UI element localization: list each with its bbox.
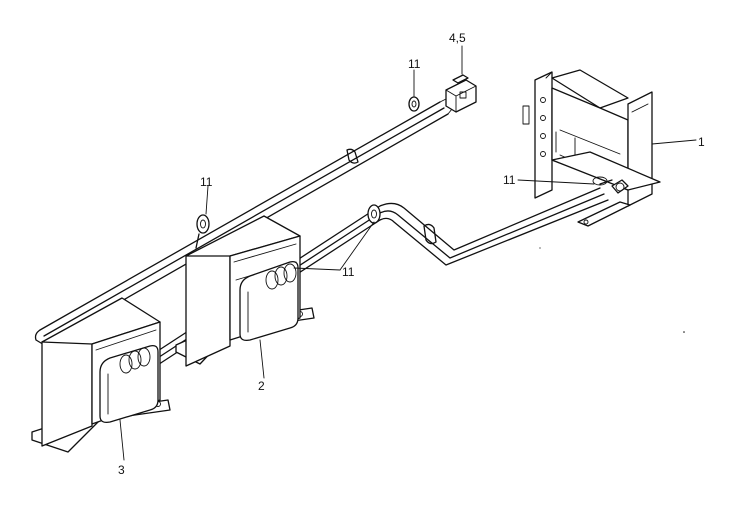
label-1: 1 [698, 135, 705, 149]
clamp-left [195, 214, 210, 249]
label-2: 2 [258, 379, 265, 393]
leader-lines [119, 45, 697, 461]
label-4-5: 4,5 [449, 31, 466, 45]
label-11-bracket: 11 [503, 173, 516, 187]
transformer-3 [31, 297, 171, 453]
clamp-connector [408, 96, 420, 112]
bracket-assembly [522, 69, 661, 227]
label-3: 3 [118, 463, 125, 477]
connector-4-5 [445, 74, 477, 113]
clamp-center [367, 204, 381, 224]
transformer-2 [175, 215, 315, 367]
label-11-center: 11 [342, 265, 355, 279]
label-11-left: 11 [200, 175, 213, 189]
label-11-connector: 11 [408, 57, 421, 71]
